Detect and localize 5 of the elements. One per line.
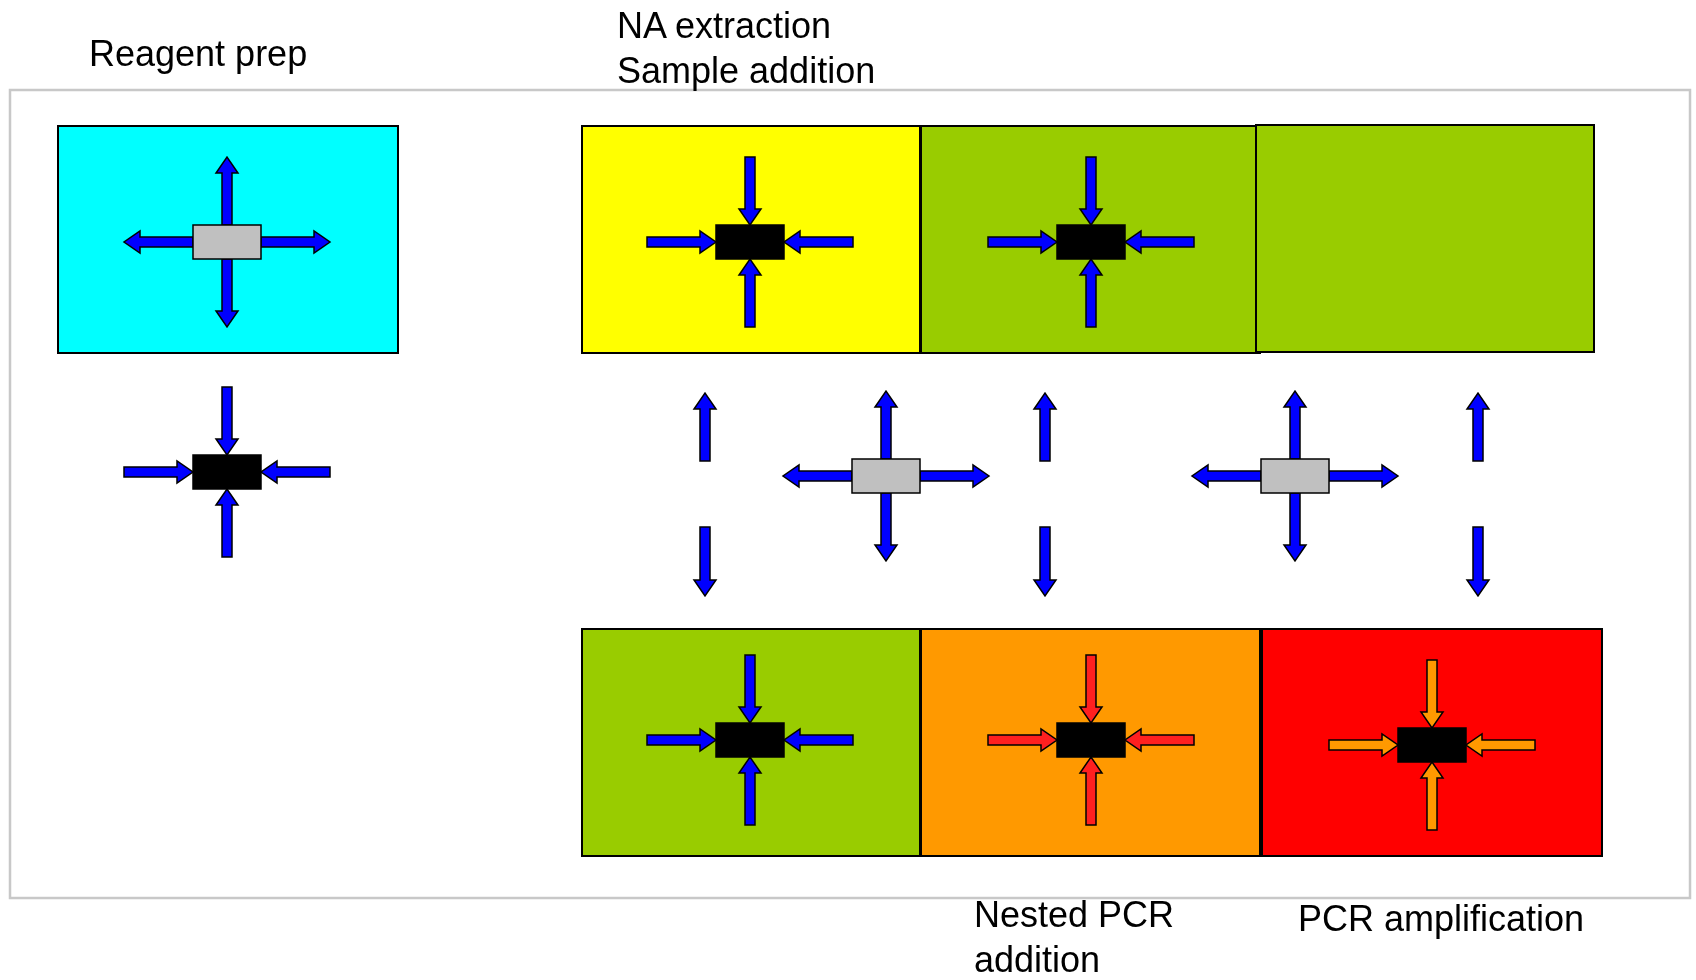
room-label: Nested PCR addition bbox=[974, 893, 1176, 980]
room-label: NA extraction bbox=[617, 4, 832, 48]
room-label: Sample addition bbox=[617, 49, 876, 93]
room-label: PCR amplification bbox=[1298, 897, 1585, 941]
room-label: Reagent prep bbox=[89, 32, 308, 76]
